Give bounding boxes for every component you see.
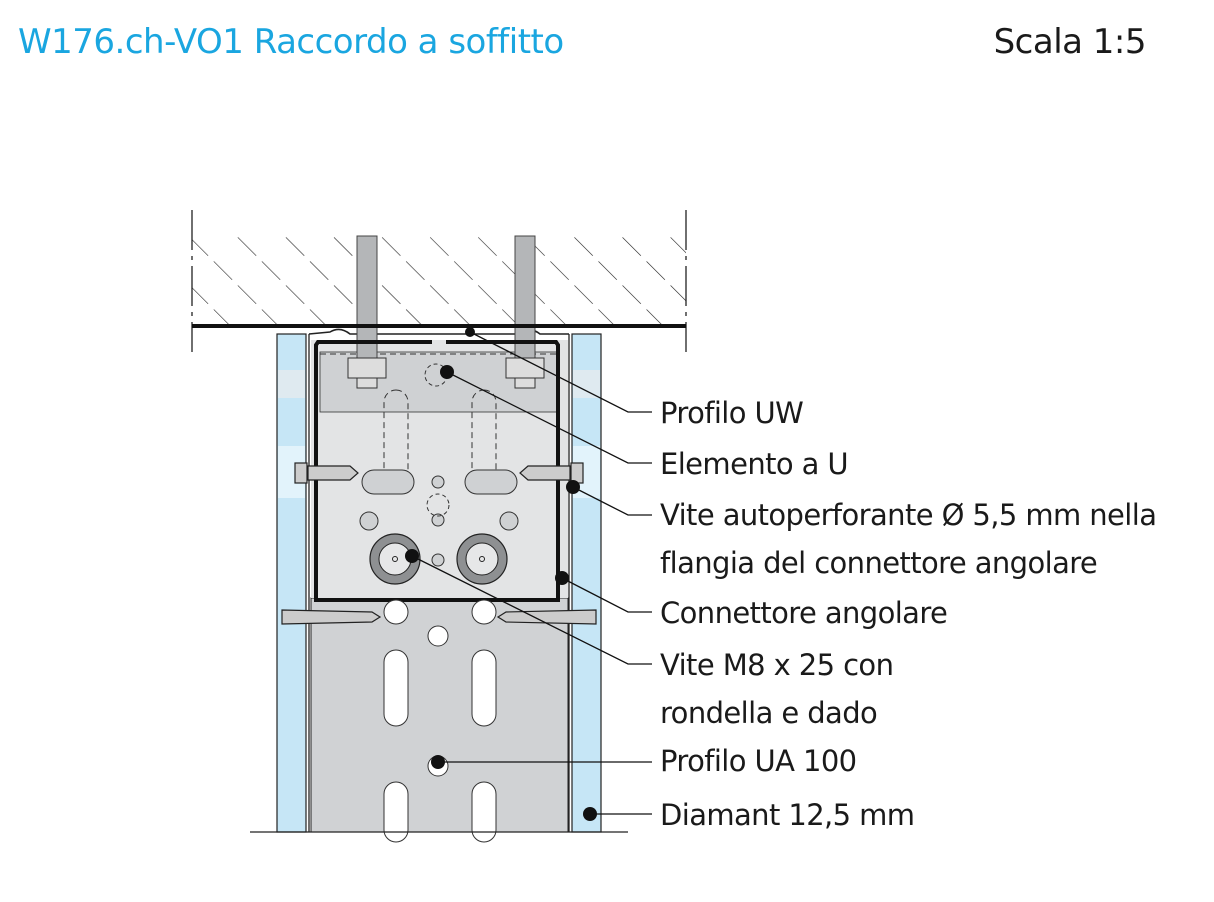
label-vite-m8-cont: rondella e dado — [660, 696, 878, 730]
label-elemento-u: Elemento a U — [660, 447, 849, 481]
bolt-washer-left — [369, 533, 421, 585]
nut-right — [505, 357, 545, 389]
concrete-ceiling-slab — [191, 210, 687, 352]
leader-dots — [405, 327, 597, 821]
drawing-title: W176.ch-VO1 Raccordo a soffitto — [18, 22, 564, 62]
label-vite-m8: Vite M8 x 25 con — [660, 648, 894, 682]
label-vite-autoperforante-cont: flangia del connettore angolare — [660, 546, 1098, 580]
self-drilling-screws — [281, 462, 597, 625]
leader-lines — [411, 331, 652, 815]
diamant-board-right — [571, 333, 602, 833]
holes — [359, 363, 519, 567]
label-connettore-angolare: Connettore angolare — [660, 596, 948, 630]
label-profilo-uw: Profilo UW — [660, 396, 804, 430]
angle-connector — [314, 340, 560, 602]
diamant-board-left — [276, 333, 307, 833]
bolt-washer-right — [456, 533, 508, 585]
label-profilo-ua: Profilo UA 100 — [660, 744, 857, 778]
label-vite-autoperforante: Vite autoperforante Ø 5,5 mm nella — [660, 498, 1157, 532]
nut-left — [347, 357, 387, 389]
label-diamant: Diamant 12,5 mm — [660, 798, 915, 832]
drawing-scale: Scala 1:5 — [993, 22, 1147, 62]
